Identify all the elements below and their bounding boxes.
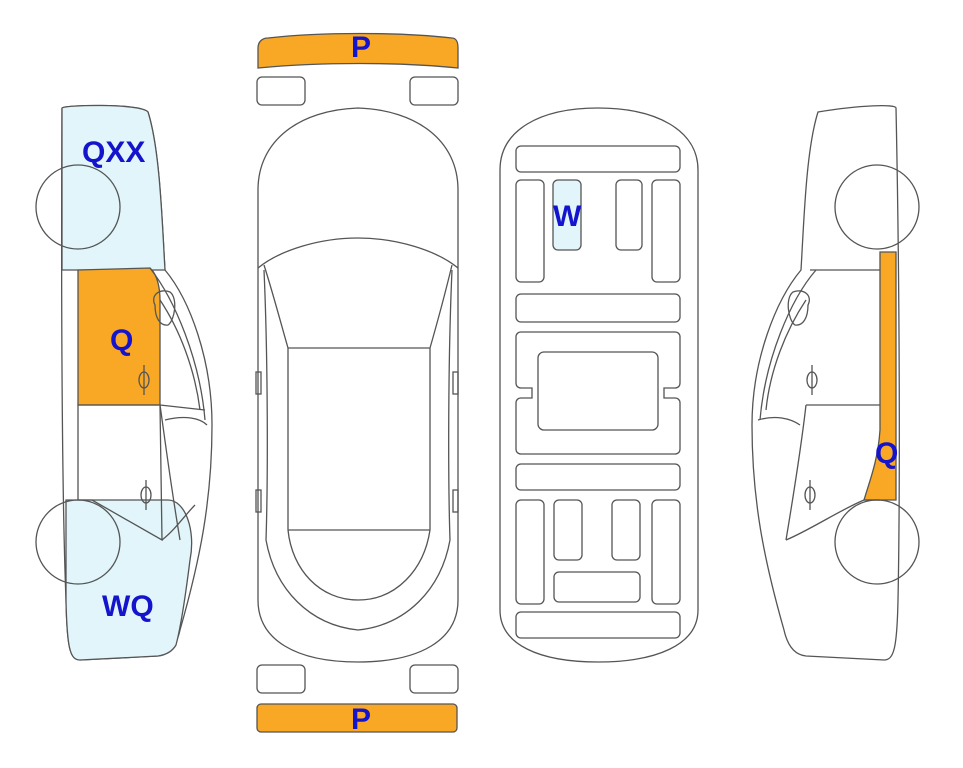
rear-bumper-panel [256, 703, 458, 733]
right-side-body-outline [751, 105, 900, 661]
left-front-wheel [35, 164, 121, 250]
left-mirror [153, 290, 176, 326]
right-mirror [787, 290, 810, 326]
left-rear-quarter-mark: WQ [102, 590, 154, 623]
front-bumper-panel [257, 32, 459, 69]
left-side-view: QXX Q WQ [35, 104, 213, 661]
left-rear-wheel [35, 499, 121, 585]
rear-right-tab [409, 664, 459, 694]
left-rear-door-handle [140, 480, 152, 510]
floor-panel-mark: W [553, 200, 582, 233]
underbody-view: W [499, 107, 699, 663]
left-front-fender-mark: QXX [82, 136, 145, 169]
right-front-wheel [834, 164, 920, 250]
front-right-tab [409, 76, 459, 106]
rear-left-tab [256, 664, 306, 694]
front-left-tab [256, 76, 306, 106]
right-side-view: Q [751, 105, 920, 661]
rear-bumper-mark: P [351, 703, 371, 736]
left-front-door-handle [138, 365, 150, 395]
left-front-fender-panel [61, 104, 166, 271]
floor-panel [552, 179, 582, 251]
right-rear-wheel [834, 499, 920, 585]
left-rear-quarter-panel [65, 499, 193, 661]
right-front-door-handle [806, 365, 818, 395]
top-body-outline [257, 107, 459, 663]
front-bumper-mark: P [351, 31, 371, 64]
underbody-outline [499, 107, 699, 663]
left-rear-door-panel [77, 404, 163, 542]
left-front-door-mark: Q [110, 324, 133, 357]
right-rear-door-handle [804, 480, 816, 510]
right-center-pillar-mark: Q [875, 437, 898, 470]
top-view: P P [255, 31, 459, 736]
